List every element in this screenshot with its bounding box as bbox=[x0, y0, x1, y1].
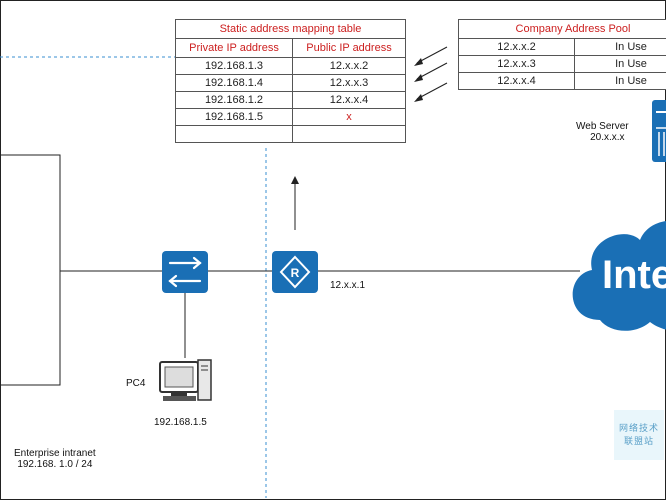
intranet-label: Enterprise intranet 192.168. 1.0 / 24 bbox=[14, 448, 96, 470]
pc-ip-label: 192.168.1.5 bbox=[154, 417, 207, 428]
mapping-header-private: Private IP address bbox=[175, 38, 293, 58]
pc-name-label: PC4 bbox=[126, 378, 146, 389]
pool-ip-cell: 12.x.x.2 bbox=[458, 38, 575, 56]
table-row: 192.168.1.4 12.x.x.3 bbox=[175, 74, 406, 92]
server-icon bbox=[652, 100, 666, 162]
watermark-line1: 网络技术 bbox=[618, 423, 659, 433]
web-server-ip: 20.x.x.x bbox=[590, 132, 625, 143]
pool-ip-cell: 12.x.x.3 bbox=[458, 55, 575, 73]
table-row: 192.168.1.2 12.x.x.4 bbox=[175, 91, 406, 109]
pool-arrow-1 bbox=[416, 46, 448, 64]
table-row: 12.x.x.3 In Use bbox=[458, 55, 666, 73]
private-ip-cell: 192.168.1.2 bbox=[175, 91, 293, 109]
web-server-name: Web Server bbox=[576, 121, 629, 132]
table-row bbox=[175, 125, 406, 143]
pool-arrow-2-head bbox=[414, 74, 423, 82]
nat-arrow-head bbox=[291, 176, 299, 184]
pool-status-cell: In Use bbox=[574, 72, 666, 90]
mapping-table: Static address mapping table Private IP … bbox=[175, 19, 406, 143]
pool-table-title: Company Address Pool bbox=[458, 19, 666, 39]
pool-table: Company Address Pool 12.x.x.2 In Use 12.… bbox=[458, 19, 666, 90]
public-ip-cell: x bbox=[292, 108, 406, 126]
pool-arrow-3-head bbox=[414, 94, 423, 102]
mapping-table-title: Static address mapping table bbox=[175, 19, 406, 39]
watermark-logo: 网络技术 联盟站 bbox=[614, 410, 664, 460]
private-ip-cell: 192.168.1.4 bbox=[175, 74, 293, 92]
svg-text:R: R bbox=[291, 266, 300, 280]
left-host-box bbox=[0, 154, 61, 386]
pc-icon bbox=[159, 359, 212, 401]
table-row: 12.x.x.4 In Use bbox=[458, 72, 666, 90]
pool-status-cell: In Use bbox=[574, 38, 666, 56]
private-ip-cell: 192.168.1.5 bbox=[175, 108, 293, 126]
intranet-name: Enterprise intranet bbox=[14, 448, 96, 459]
intranet-subnet: 192.168. 1.0 / 24 bbox=[17, 459, 93, 470]
web-server-label: Web Server 20.x.x.x bbox=[576, 121, 629, 143]
pool-arrow-1-head bbox=[414, 58, 423, 66]
table-row: 12.x.x.2 In Use bbox=[458, 38, 666, 56]
router-ip-label: 12.x.x.1 bbox=[330, 280, 366, 291]
mapping-header-public: Public IP address bbox=[292, 38, 406, 58]
public-ip-cell: 12.x.x.2 bbox=[292, 57, 406, 75]
table-row: 192.168.1.3 12.x.x.2 bbox=[175, 57, 406, 75]
pool-arrow-3 bbox=[416, 82, 448, 100]
internet-cloud: Inte bbox=[572, 221, 666, 331]
switch-icon bbox=[162, 251, 208, 293]
private-ip-cell bbox=[175, 125, 293, 143]
private-ip-cell: 192.168.1.3 bbox=[175, 57, 293, 75]
public-ip-cell: 12.x.x.3 bbox=[292, 74, 406, 92]
router-icon: R bbox=[272, 251, 318, 293]
pool-ip-cell: 12.x.x.4 bbox=[458, 72, 575, 90]
public-ip-cell: 12.x.x.4 bbox=[292, 91, 406, 109]
pool-status-cell: In Use bbox=[574, 55, 666, 73]
table-row: 192.168.1.5 x bbox=[175, 108, 406, 126]
pool-arrow-2 bbox=[416, 62, 448, 80]
public-ip-cell bbox=[292, 125, 406, 143]
watermark-line2: 联盟站 bbox=[623, 436, 654, 446]
cloud-label: Inte bbox=[602, 253, 666, 297]
